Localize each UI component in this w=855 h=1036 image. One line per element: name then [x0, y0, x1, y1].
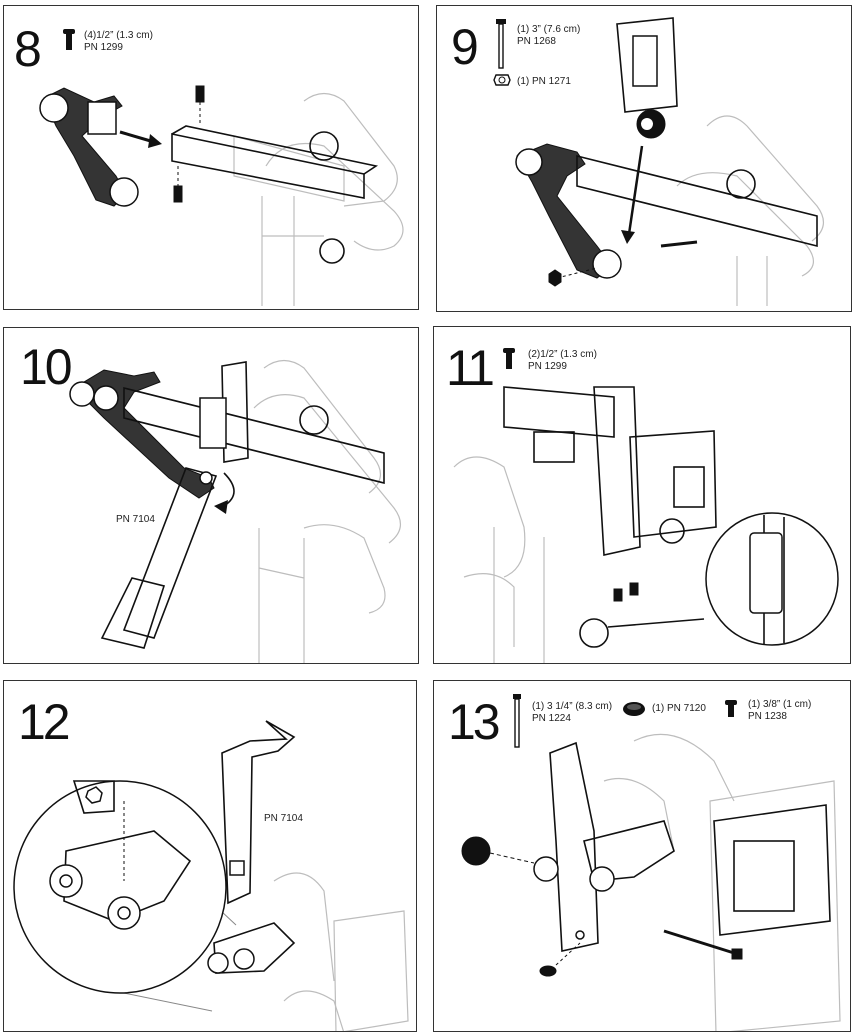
- part-number: PN 1268: [517, 36, 556, 47]
- part-callout: (1) 3” (7.6 cm) PN 1268: [517, 24, 580, 48]
- step-number: 8: [14, 21, 42, 77]
- part-quantity-size: (1) 3 1/4” (8.3 cm): [532, 701, 613, 712]
- part-callout: (2)1/2” (1.3 cm) PN 1299: [528, 349, 597, 373]
- screw-icon: [725, 700, 737, 717]
- step-12-panel: 12 PN 7104: [3, 680, 417, 1032]
- part-quantity-size: (2)1/2” (1.3 cm): [528, 349, 597, 360]
- part-number: (1) PN 1271: [517, 76, 571, 87]
- bolt-icon: [513, 694, 521, 748]
- step-number: 10: [20, 339, 73, 395]
- part-number: PN 1238: [748, 711, 787, 722]
- knob-icon: [623, 702, 645, 716]
- step-number: 13: [448, 694, 501, 750]
- step-number: 12: [18, 694, 71, 750]
- part-quantity-size: (1) 3/8” (1 cm): [748, 699, 812, 710]
- nut-icon: [493, 74, 511, 86]
- step-13-illustration: [461, 733, 841, 1031]
- step-10-illustration: [69, 359, 401, 663]
- part-callout: (1) 3/8” (1 cm) PN 1238: [748, 699, 811, 723]
- part-label: PN 7104: [116, 514, 155, 525]
- bolt-icon: [496, 19, 506, 69]
- part-number: PN 1299: [84, 42, 123, 53]
- step-10-panel: 10 PN 7104: [3, 327, 419, 664]
- step-number: 11: [446, 340, 495, 396]
- part-number: PN 1299: [528, 361, 567, 372]
- part-number: (1) PN 7120: [652, 703, 706, 714]
- step-8-illustration: [39, 85, 404, 306]
- part-quantity-size: (1) 3” (7.6 cm): [517, 24, 581, 35]
- part-callout: (1) 3 1/4” (8.3 cm) PN 1224: [532, 701, 612, 725]
- screw-icon: [503, 348, 515, 369]
- part-callout: (1) PN 7120: [652, 703, 706, 715]
- step-11-panel: 11 (2)1/2” (1.3 cm) PN 1299: [433, 326, 851, 664]
- screw-icon: [63, 29, 75, 50]
- part-number: PN 1224: [532, 713, 571, 724]
- part-quantity-size: (4)1/2” (1.3 cm): [84, 30, 153, 41]
- step-8-panel: 8 (4)1/2” (1.3 cm) PN 1299: [3, 5, 419, 310]
- step-13-panel: 13 (1) 3 1/4” (8.3 cm) PN 1224 (1) PN 71…: [433, 680, 851, 1032]
- part-callout: (1) PN 1271: [517, 76, 571, 88]
- step-12-illustration: [13, 720, 409, 1031]
- part-label: PN 7104: [264, 813, 303, 824]
- step-number: 9: [451, 19, 479, 75]
- step-9-panel: 9 (1) 3” (7.6 cm) PN 1268 (1) PN 1271: [436, 5, 852, 312]
- step-11-illustration: [453, 386, 839, 663]
- step-9-illustration: [515, 17, 824, 306]
- part-callout: (4)1/2” (1.3 cm) PN 1299: [84, 30, 153, 54]
